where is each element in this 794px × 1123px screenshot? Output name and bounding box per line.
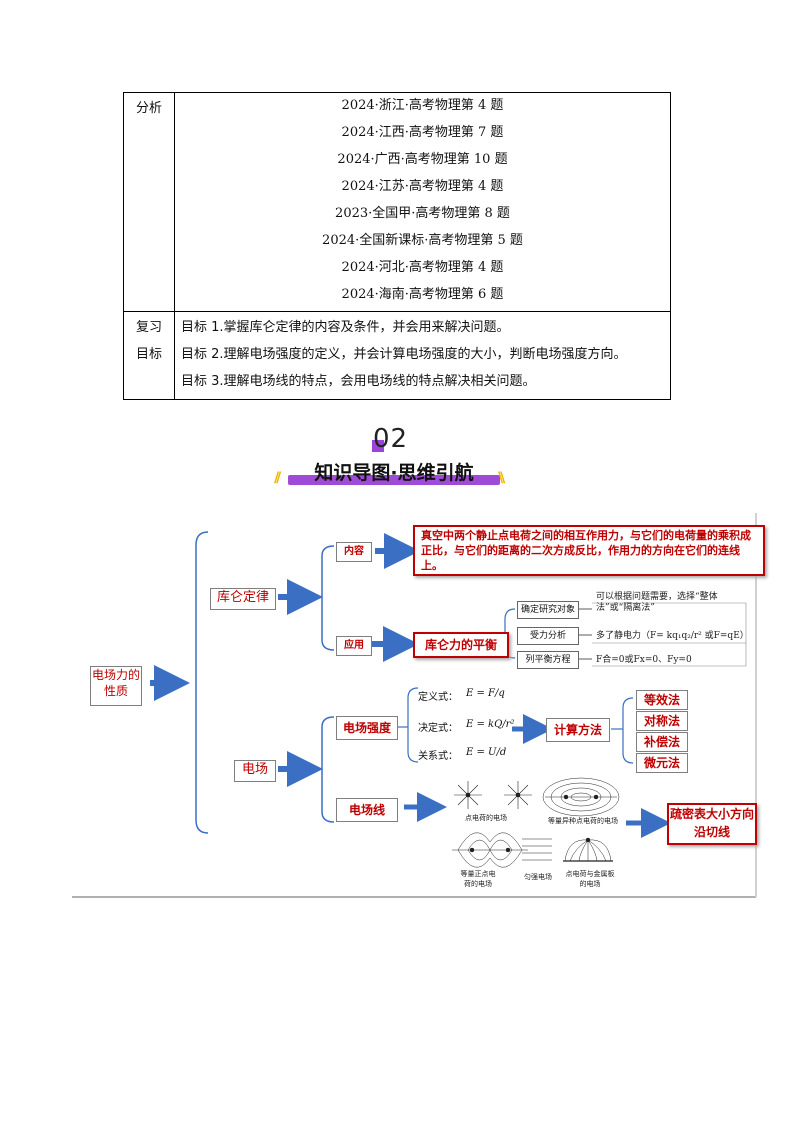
field-line-result: 疏密表大小方向沿切线: [667, 803, 757, 845]
step-3: 列平衡方程: [517, 651, 579, 669]
analysis-cell: 2024·浙江·高考物理第 4 题 2024·江西·高考物理第 7 题 2024·广…: [174, 92, 671, 312]
analysis-item: 2024·全国新课标·高考物理第 5 题: [322, 233, 523, 248]
equal-positive-figure: [452, 832, 528, 868]
goals-cell: 目标 1.掌握库仑定律的内容及条件，并会用来解决问题。 目标 2.理解电场强度的…: [174, 311, 671, 400]
step-note-2: 多了静电力（F= kq₁q₂/r² 或F=qE）: [596, 631, 749, 641]
caption-uniform: 匀强电场: [524, 873, 552, 881]
step-note-1: 可以根据问题需要，选择“整体法”或“隔离法”: [596, 592, 718, 613]
step-2: 受力分析: [517, 627, 579, 645]
section-title-highlight: [288, 475, 500, 485]
caption-charge-plate: 点电荷与金属板的电场: [565, 870, 615, 888]
calc-method-node: 计算方法: [546, 718, 610, 742]
content-node: 内容: [336, 542, 372, 562]
point-charge-field-figure: [454, 781, 532, 809]
analysis-item: 2024·河北·高考物理第 4 题: [341, 260, 504, 275]
formula-3: E = U/d: [466, 747, 507, 758]
method-equivalent: 等效法: [636, 690, 688, 710]
left-slash-deco: //: [274, 470, 281, 486]
uniform-field-figure: [522, 838, 552, 861]
section-number-accent: [372, 440, 384, 452]
field-node: 电场: [234, 760, 276, 782]
charge-plate-figure: [563, 837, 613, 862]
review-label-line1: 复习: [135, 320, 162, 335]
method-infinitesimal: 微元法: [636, 753, 688, 773]
content-text: 真空中两个静止点电荷之间的相互作用力，与它们的电荷量的乘积成正比，与它们的距离的…: [413, 525, 765, 576]
analysis-item: 2024·海南·高考物理第 6 题: [341, 287, 504, 302]
field-strength-node: 电场强度: [336, 716, 398, 740]
analysis-label: 分析: [123, 92, 175, 312]
formula-1: E = F/q: [466, 688, 505, 699]
goal-2: 目标 2.理解电场强度的定义，并会计算电场强度的大小，判断电场强度方向。: [181, 347, 627, 362]
analysis-item: 2024·江苏·高考物理第 4 题: [341, 179, 504, 194]
field-line-node: 电场线: [336, 798, 398, 822]
formula-label-3: 关系式：: [418, 751, 458, 762]
analysis-item: 2024·广西·高考物理第 10 题: [337, 152, 508, 167]
step-1: 确定研究对象: [517, 601, 579, 619]
step-note-3: F合=0或Fx=0、Fy=0: [596, 655, 692, 665]
formula-2: E = kQ/r²: [466, 719, 515, 730]
coulomb-law-node: 库仑定律: [210, 588, 276, 610]
root-node: 电场力的性质: [90, 666, 142, 706]
analysis-list: 2024·浙江·高考物理第 4 题 2024·江西·高考物理第 7 题 2024·广…: [176, 94, 669, 310]
method-symmetry: 对称法: [636, 711, 688, 731]
goal-3: 目标 3.理解电场线的特点，会用电场线的特点解决相关问题。: [181, 374, 536, 389]
formula-label-1: 定义式：: [418, 692, 458, 703]
section-title: 知识导图·思维引航: [314, 462, 474, 484]
review-row: 复习 目标 目标 1.掌握库仑定律的内容及条件，并会用来解决问题。 目标 2.理…: [123, 311, 671, 400]
caption-point-charge: 点电荷的电场: [465, 814, 507, 822]
method-compensation: 补偿法: [636, 732, 688, 752]
review-label-line2: 目标: [135, 347, 162, 362]
caption-equal-positive: 等量正点电荷的电场: [460, 870, 496, 888]
formula-label-2: 决定式：: [418, 723, 458, 734]
section-number: 02: [373, 424, 409, 454]
analysis-item: 2024·江西·高考物理第 7 题: [341, 125, 504, 140]
opposite-charges-figure: [542, 777, 620, 817]
caption-opposite: 等量异种点电荷的电场: [548, 817, 618, 825]
analysis-item: 2024·浙江·高考物理第 4 题: [341, 98, 504, 113]
analysis-item: 2023·全国甲·高考物理第 8 题: [335, 206, 510, 221]
review-label: 复习 目标: [123, 311, 175, 400]
coulomb-balance: 库仑力的平衡: [413, 632, 509, 658]
goal-1: 目标 1.掌握库仑定律的内容及条件，并会用来解决问题。: [181, 320, 510, 335]
right-slash-deco: \\: [498, 470, 505, 486]
apply-node: 应用: [336, 636, 372, 656]
